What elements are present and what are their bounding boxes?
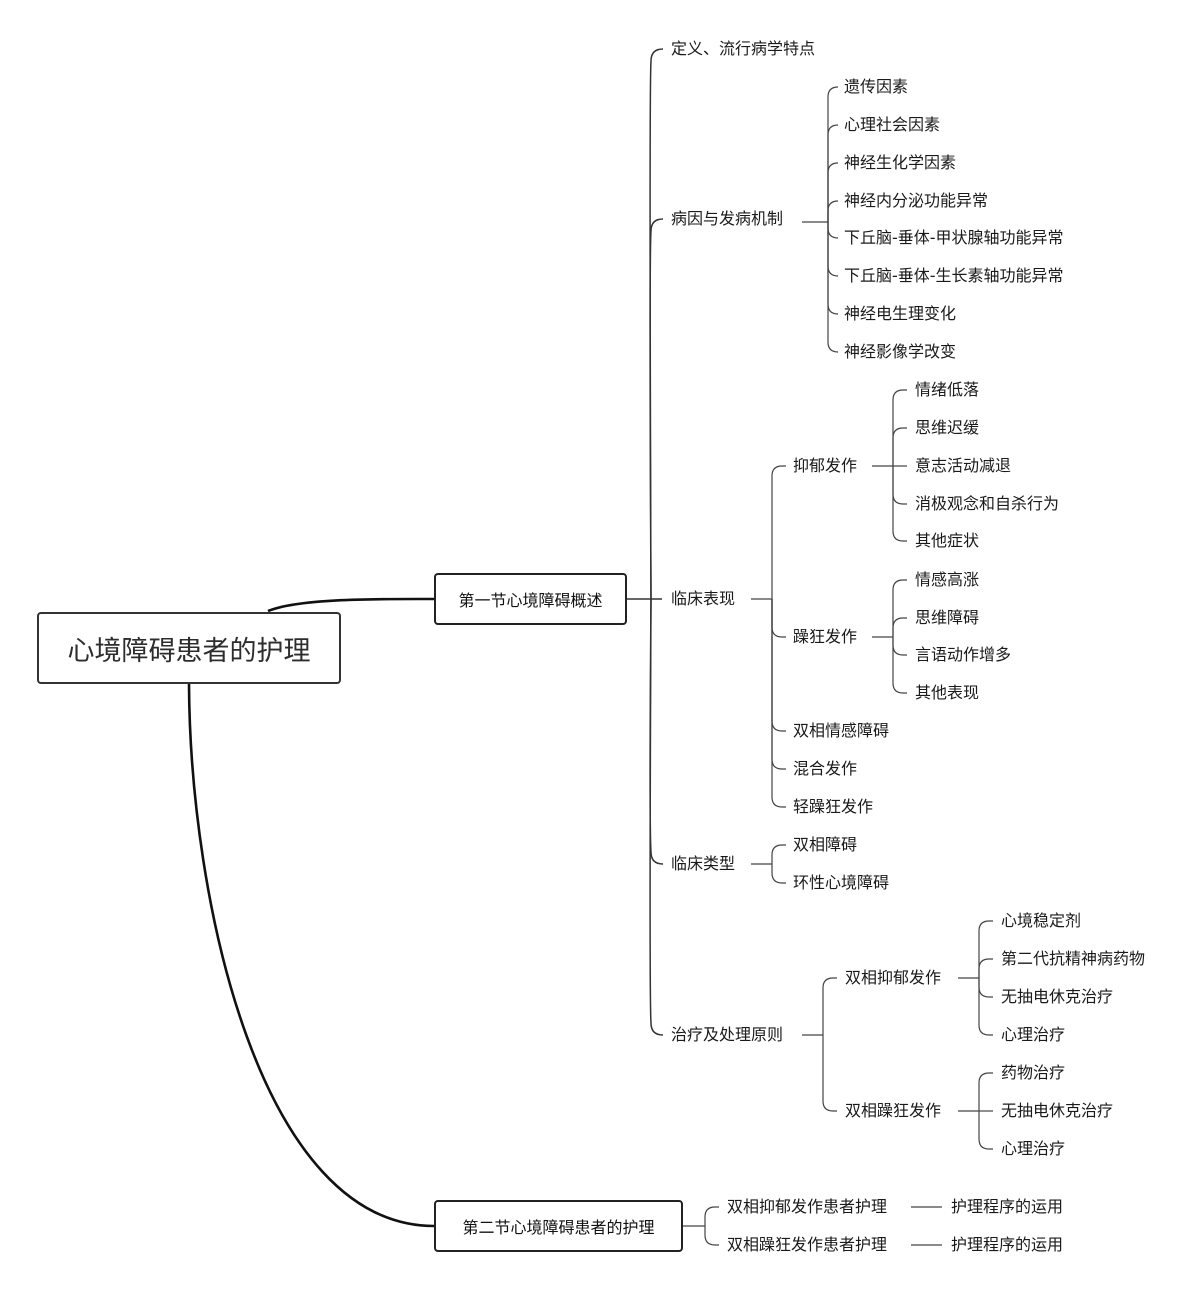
etiology-link: [827, 86, 839, 222]
treatment-depression-link: [978, 978, 993, 998]
treatment-item[interactable]: 心理治疗: [1001, 1139, 1066, 1158]
definition-node[interactable]: 定义、流行病学特点: [671, 39, 816, 58]
etiology-link: [827, 162, 839, 222]
clinical-link: [771, 465, 786, 599]
clinical-other-item[interactable]: 双相情感障碍: [793, 721, 890, 740]
mania-symptom[interactable]: 情感高涨: [915, 570, 980, 589]
treatment-link: [822, 977, 837, 1035]
clinical-link: [771, 599, 786, 808]
mania-symptom[interactable]: 思维障碍: [915, 608, 980, 627]
depression-symptom[interactable]: 情绪低落: [915, 380, 980, 399]
mania-link: [892, 579, 907, 637]
section1-child-link: [649, 598, 664, 865]
mania-link: [892, 617, 907, 637]
root-to-section1-link: [267, 597, 435, 613]
treatment-depression-link: [978, 978, 993, 1036]
etiology-link: [827, 222, 839, 315]
etiology-link: [827, 222, 839, 353]
mania-link: [892, 637, 907, 656]
etiology-item[interactable]: 下丘脑-垂体-生长素轴功能异常: [844, 266, 1064, 285]
treatment-depression-link: [978, 958, 993, 978]
treatment-item[interactable]: 第二代抗精神病药物: [1001, 949, 1146, 968]
depression-symptom[interactable]: 思维迟缓: [915, 418, 980, 437]
treatment-mania-link: [978, 1111, 993, 1150]
treatment-item[interactable]: 心境稳定剂: [1001, 911, 1082, 930]
depression-symptom[interactable]: 意志活动减退: [915, 456, 1012, 475]
depression-link: [892, 427, 907, 466]
etiology-item[interactable]: 神经影像学改变: [844, 342, 957, 361]
etiology-item[interactable]: 遗传因素: [844, 77, 909, 96]
nursing-detail[interactable]: 护理程序的运用: [951, 1197, 1064, 1216]
etiology-item[interactable]: 神经生化学因素: [844, 153, 957, 172]
types-node[interactable]: 临床类型: [671, 854, 736, 873]
depression-episode-node[interactable]: 抑郁发作: [793, 456, 858, 475]
etiology-link: [827, 124, 839, 222]
nursing-detail[interactable]: 护理程序的运用: [951, 1235, 1064, 1254]
types-link: [771, 844, 786, 864]
nursing-item[interactable]: 双相躁狂发作患者护理: [727, 1235, 888, 1254]
mania-symptom[interactable]: 其他表现: [915, 683, 980, 702]
section1-child-link: [649, 218, 664, 600]
section1-node[interactable]: 第一节心境障碍概述: [434, 573, 627, 625]
depression-link: [892, 466, 907, 542]
clinical-other-item[interactable]: 轻躁狂发作: [793, 797, 874, 816]
etiology-node[interactable]: 病因与发病机制: [671, 209, 784, 228]
treatment-item[interactable]: 无抽电休克治疗: [1001, 987, 1114, 1006]
treatment-node[interactable]: 治疗及处理原则: [671, 1025, 784, 1044]
treatment-depression-node[interactable]: 双相抑郁发作: [845, 968, 942, 987]
etiology-link: [827, 200, 839, 222]
depression-link: [892, 389, 907, 466]
clinical-link: [771, 599, 786, 732]
section1-child-link: [649, 48, 664, 600]
types-link: [771, 864, 786, 884]
type-item[interactable]: 双相障碍: [793, 835, 858, 854]
treatment-mania-node[interactable]: 双相躁狂发作: [845, 1101, 942, 1120]
etiology-item[interactable]: 神经内分泌功能异常: [844, 191, 989, 210]
clinical-other-item[interactable]: 混合发作: [793, 759, 858, 778]
treatment-item[interactable]: 无抽电休克治疗: [1001, 1101, 1114, 1120]
treatment-item[interactable]: 心理治疗: [1001, 1025, 1066, 1044]
root-node[interactable]: 心境障碍患者的护理: [37, 612, 341, 684]
treatment-mania-link: [978, 1072, 993, 1111]
section2-node[interactable]: 第二节心境障碍患者的护理: [434, 1200, 683, 1252]
etiology-link: [827, 222, 839, 277]
mania-symptom[interactable]: 言语动作增多: [915, 645, 1012, 664]
etiology-item[interactable]: 下丘脑-垂体-甲状腺轴功能异常: [844, 228, 1064, 247]
etiology-link: [827, 222, 839, 239]
depression-symptom[interactable]: 消极观念和自杀行为: [915, 494, 1060, 513]
section1-child-link: [649, 598, 664, 1036]
treatment-link: [822, 1035, 837, 1112]
root-to-section2-link: [187, 683, 435, 1228]
clinical-node[interactable]: 临床表现: [671, 589, 736, 608]
section2-link: [704, 1226, 719, 1246]
clinical-link: [771, 599, 786, 638]
depression-symptom[interactable]: 其他症状: [915, 531, 980, 550]
type-item[interactable]: 环性心境障碍: [793, 873, 890, 892]
treatment-item[interactable]: 药物治疗: [1001, 1063, 1066, 1082]
treatment-depression-link: [978, 920, 993, 978]
mania-episode-node[interactable]: 躁狂发作: [793, 627, 858, 646]
nursing-item[interactable]: 双相抑郁发作患者护理: [727, 1197, 888, 1216]
section2-link: [704, 1206, 719, 1226]
etiology-item[interactable]: 心理社会因素: [844, 115, 941, 134]
depression-link: [892, 466, 907, 505]
clinical-link: [771, 599, 786, 770]
mania-link: [892, 637, 907, 694]
etiology-item[interactable]: 神经电生理变化: [844, 304, 957, 323]
